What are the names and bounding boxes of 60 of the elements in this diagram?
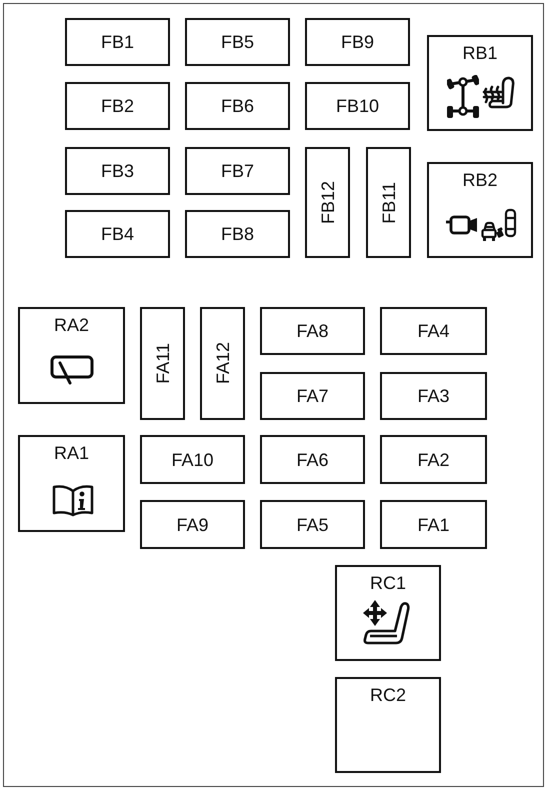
fuse-label: RA2 [54,316,89,334]
fuse-slot [18,307,125,404]
fuse-slot [260,500,365,549]
fuse-label: FB12 [318,180,336,224]
fuse-slot [185,18,290,66]
fuse-slot [140,307,185,420]
fuse-label: RB1 [462,44,498,62]
fuse-slot [366,147,411,258]
fuse-slot [305,18,410,66]
fuse-label: FA6 [296,450,329,468]
fuse-label: FA9 [176,516,209,534]
fuse-label: FA11 [154,343,172,384]
fuse-label: FB7 [220,162,254,180]
fuse-slot [140,435,245,484]
fuse-slot [427,162,533,258]
fuse-label: FA5 [296,516,329,534]
fuse-label: FA4 [417,322,450,340]
fuse-slot [380,500,487,549]
fuse-label: FB8 [220,225,254,243]
fuse-slot [18,435,125,532]
fuse-slot [427,35,533,131]
fuse-label: FA1 [417,516,450,534]
fuse-slot [335,565,441,661]
fuse-slot [260,307,365,355]
fuse-slot [185,82,290,130]
fuse-slot [65,210,170,258]
fuse-label: FB5 [220,33,254,51]
fuse-label: FA3 [417,387,450,405]
fuse-slot [65,18,170,66]
fuse-slot [185,210,290,258]
fuse-label: FB10 [336,97,380,115]
fuse-slot [335,677,441,773]
fuse-label: FB1 [100,33,134,51]
fuse-label: FB6 [220,97,254,115]
fuse-slot [380,372,487,420]
fuse-label: FA7 [296,387,329,405]
fuse-label: FA10 [171,450,214,468]
fuse-label: FA2 [417,450,450,468]
fuse-slot [140,500,245,549]
fuse-label: RC1 [370,574,406,592]
fuse-slot [200,307,245,420]
fuse-label: RC2 [370,686,406,704]
fuse-slot [380,307,487,355]
fuse-slot [380,435,487,484]
fuse-slot [65,147,170,195]
fuse-label: RB2 [462,171,498,189]
fuse-label: FB9 [340,33,374,51]
fuse-slot [305,147,350,258]
fuse-slot [305,82,410,130]
fuse-label: RA1 [54,444,89,462]
fuse-slot [65,82,170,130]
fuse-label: FB4 [100,225,134,243]
fuse-label: FA12 [214,342,232,385]
fuse-label: FB2 [100,97,134,115]
fuse-label: FB11 [380,182,398,224]
fuse-slot [260,435,365,484]
fuse-label: FA8 [296,322,329,340]
fuse-label: FB3 [100,162,134,180]
fuse-slot [260,372,365,420]
fuse-slot [185,147,290,195]
